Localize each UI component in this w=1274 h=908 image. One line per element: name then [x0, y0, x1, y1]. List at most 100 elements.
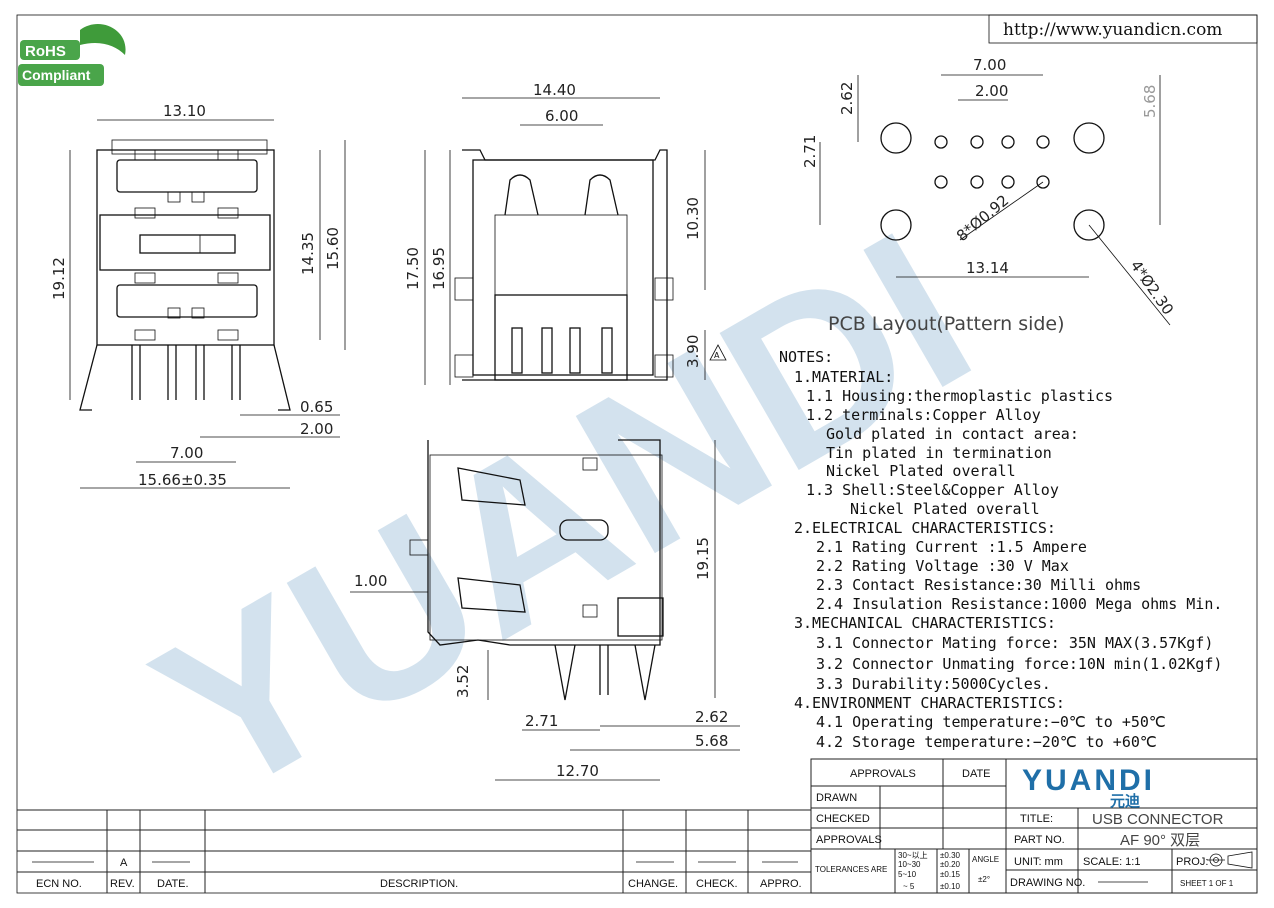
dim-h-inner: 14.35	[299, 232, 317, 275]
dim-bottom-d1: 2.71	[525, 712, 558, 730]
note-line: Tin plated in termination	[826, 444, 1052, 462]
notes-title: NOTES:	[779, 348, 833, 366]
dim-bottom-d3: 5.68	[695, 732, 728, 750]
tolerances-label: TOLERANCES ARE	[815, 865, 887, 874]
note-line: 2.1 Rating Current :1.5 Ampere	[816, 538, 1087, 556]
note-line: Nickel Plated overall	[826, 462, 1016, 480]
tol-value: ±0.30	[940, 851, 961, 860]
dim-h-outer: 15.60	[324, 227, 342, 270]
dim-pcb-568: 5.68	[1141, 85, 1159, 118]
dim-pcb-200: 2.00	[975, 82, 1008, 100]
pcb-layout-title: PCB Layout(Pattern side)	[828, 313, 1065, 335]
note-line: 3.3 Durability:5000Cycles.	[816, 675, 1051, 693]
drawn-label: DRAWN	[816, 792, 857, 804]
yuandi-logo-text: YUANDI	[1022, 764, 1155, 797]
pcb-hole-large	[1073, 209, 1105, 241]
dim-hole-small: 8*Ø0.92	[953, 191, 1012, 245]
pcb-hole-large	[1073, 122, 1105, 154]
angle-value: ±2°	[978, 875, 990, 884]
pcb-hole-small	[970, 135, 984, 149]
note-line: 1.MATERIAL:	[794, 368, 893, 386]
note-line: 2.2 Rating Voltage :30 V Max	[816, 557, 1069, 575]
dim-offset: 1.00	[354, 572, 387, 590]
note-line: 3.MECHANICAL CHARACTERISTICS:	[794, 614, 1056, 632]
note-line: 3.2 Connector Unmating force:10N min(1.0…	[816, 655, 1222, 673]
description-header: DESCRIPTION.	[380, 878, 458, 890]
tol-range: 30~以上	[898, 851, 928, 860]
change-header: CHANGE.	[628, 878, 678, 890]
dim-side-h-right: 10.30	[684, 197, 702, 240]
dim-bottom-length: 12.70	[556, 762, 599, 780]
pcb-hole-large	[880, 209, 912, 241]
dim-side-h-inner: 16.95	[430, 247, 448, 290]
title-label: TITLE:	[1020, 813, 1053, 825]
checked-label: CHECKED	[816, 813, 870, 825]
date-header: DATE	[962, 768, 991, 780]
pcb-hole-small	[934, 175, 948, 189]
rohs-logo: RoHS Compliant	[18, 24, 126, 86]
dim-pcb-700: 7.00	[973, 56, 1006, 74]
bottom-view: 19.15 1.00 3.52 2.71 2.62 5.68 12.70	[350, 439, 740, 781]
note-line: 4.ENVIRONMENT CHARACTERISTICS:	[794, 694, 1065, 712]
note-line: 4.2 Storage temperature:−20℃ to +60℃	[816, 733, 1157, 751]
pcb-hole-small	[1001, 175, 1015, 189]
unit-label: UNIT: mm	[1014, 856, 1063, 868]
tol-range: ~ 5	[903, 882, 915, 891]
dim-pin-width: 0.65	[300, 398, 333, 416]
dim-side-width: 14.40	[533, 81, 576, 99]
notes-block: NOTES: 1.MATERIAL: 1.1 Housing:thermopla…	[779, 348, 1222, 751]
scale-label: SCALE: 1:1	[1083, 856, 1140, 868]
dim-pin-pitch: 2.00	[300, 420, 333, 438]
tol-range: 5~10	[898, 870, 917, 879]
projection-label: PROJ:	[1176, 856, 1208, 868]
drawing-no-label: DRAWING NO.	[1010, 877, 1085, 889]
compliant-text: Compliant	[22, 67, 91, 83]
rev-header: REV.	[110, 878, 135, 890]
projection-icon	[1207, 851, 1253, 869]
url-text[interactable]: http://www.yuandicn.com	[1003, 20, 1222, 40]
note-line: 2.4 Insulation Resistance:1000 Mega ohms…	[816, 595, 1222, 613]
tol-value: ±0.15	[940, 870, 961, 879]
check-header: CHECK.	[696, 878, 738, 890]
part-no-value: AF 90° 双层	[1120, 832, 1200, 849]
note-line: 1.1 Housing:thermoplastic plastics	[806, 387, 1113, 405]
approvals-header: APPROVALS	[850, 768, 916, 780]
title-block: APPROVALS DATE DRAWN CHECKED APPROVALS T…	[810, 758, 1258, 894]
side-view: 14.40 6.00 10.30 17.50 16.95 3.90 A	[404, 81, 727, 385]
tol-value: ±0.20	[940, 860, 961, 869]
dim-bottom-d2: 2.62	[695, 708, 728, 726]
pcb-hole-large	[880, 122, 912, 154]
note-line: Gold plated in contact area:	[826, 425, 1079, 443]
note-line: 2.3 Contact Resistance:30 Milli ohms	[816, 576, 1141, 594]
yuandi-logo-cn: 元迪	[1110, 792, 1140, 810]
rohs-text: RoHS	[25, 43, 66, 60]
note-line: 4.1 Operating temperature:−0℃ to +50℃	[816, 713, 1166, 731]
tol-value: ±0.10	[940, 882, 961, 891]
note-line: 3.1 Connector Mating force: 35N MAX(3.57…	[816, 634, 1213, 652]
note-line: 2.ELECTRICAL CHARACTERISTICS:	[794, 519, 1056, 537]
dim-pin-height: 3.52	[454, 665, 472, 698]
dim-hole-large: 4*Ø2.30	[1127, 257, 1177, 318]
url-box	[988, 14, 1258, 44]
date-col-header: DATE.	[157, 878, 189, 890]
note-line: 1.3 Shell:Steel&Copper Alloy	[806, 481, 1059, 499]
revision-value: A	[120, 857, 128, 869]
dim-pcb-262: 2.62	[838, 82, 856, 115]
dim-height-left: 19.12	[50, 257, 68, 300]
pcb-hole-small	[934, 135, 948, 149]
dim-width-top: 13.10	[163, 102, 206, 120]
revision-block: A ECN NO. REV. DATE. DESCRIPTION. CHANGE…	[17, 809, 811, 893]
pcb-hole-small	[1036, 135, 1050, 149]
pcb-hole-small	[970, 175, 984, 189]
dim-base-width: 15.66±0.35	[138, 471, 227, 489]
dim-pcb-height: 19.15	[694, 537, 712, 580]
note-line: Nickel Plated overall	[850, 500, 1040, 518]
tol-range: 10~30	[898, 860, 921, 869]
pcb-hole-small	[1001, 135, 1015, 149]
dim-side-inner: 6.00	[545, 107, 578, 125]
sheet-border	[16, 14, 1258, 894]
rev-triangle-mark: A	[714, 351, 720, 360]
dim-side-h-outer: 17.50	[404, 247, 422, 290]
note-line: 1.2 terminals:Copper Alloy	[806, 406, 1041, 424]
